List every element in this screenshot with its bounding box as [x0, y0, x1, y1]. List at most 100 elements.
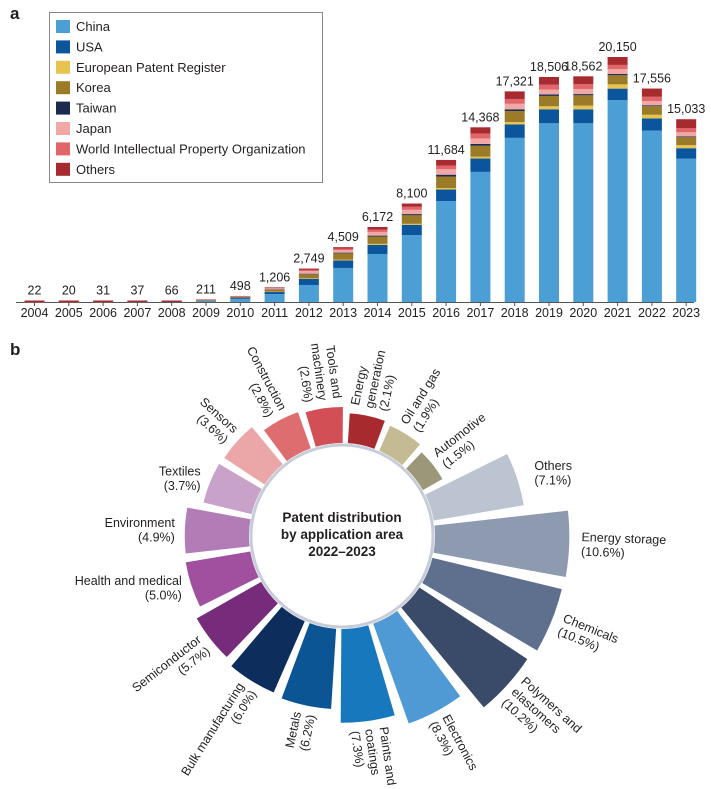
radial-bar-sensors	[224, 427, 283, 485]
bar-segment-taiwan-2019	[539, 94, 559, 96]
bar-segment-european-patent-register-2013	[333, 259, 354, 261]
x-tick-label-2023: 2023	[672, 306, 700, 320]
radial-label-bulk-manufacturing: Bulk manufacturing(6.0%)	[178, 680, 259, 778]
bar-segment-japan-2020	[573, 88, 594, 95]
bar-segment-european-patent-register-2019	[539, 106, 559, 110]
radial-label-automotive: Automotive(1.5%)	[431, 410, 489, 471]
bar-segment-korea-2021	[607, 75, 628, 85]
bar-segment-japan-2021	[607, 69, 628, 75]
legend-swatch-others	[56, 162, 70, 176]
bar-segment-world-intellectual-property-organization-2020	[573, 84, 594, 89]
bar-segment-korea-2022	[641, 106, 662, 115]
bar-segment-china-2009	[196, 300, 216, 302]
total-label-2022: 17,556	[633, 72, 671, 86]
bar-segment-china-2022	[641, 130, 662, 302]
total-label-2018: 17,321	[496, 74, 534, 88]
radial-bar-others	[425, 454, 524, 521]
bar-segment-china-2015	[401, 235, 422, 302]
bar-segment-european-patent-register-2017	[470, 156, 491, 159]
bar-segment-others-2023	[676, 119, 697, 129]
bar-segment-world-intellectual-property-organization-2014	[367, 229, 388, 232]
bar-segment-taiwan-2022	[641, 105, 662, 107]
bar-segment-usa-2014	[367, 244, 388, 254]
bar-segment-others-2019	[539, 76, 559, 85]
bar-segment-taiwan-2014	[367, 235, 388, 237]
bar-segment-world-intellectual-property-organization-2019	[539, 84, 559, 90]
bar-segment-others-2014	[367, 226, 388, 230]
bar-segment-korea-2019	[539, 95, 559, 107]
x-tick-label-2005: 2005	[55, 306, 83, 320]
bar-segment-taiwan-2020	[573, 94, 594, 96]
bar-segment-china-2013	[333, 267, 354, 302]
radial-bar-oil-and-gas	[379, 425, 421, 466]
bar-segment-european-patent-register-2023	[676, 145, 697, 149]
radial-label-environment: Environment(4.9%)	[105, 516, 176, 545]
bar-segment-usa-2011	[264, 291, 285, 295]
bar-segment-japan-2014	[367, 231, 388, 236]
bar-segment-japan-2011	[264, 288, 285, 290]
x-tick-label-2020: 2020	[569, 306, 597, 320]
x-tick-label-2006: 2006	[89, 306, 117, 320]
x-tick-label-2021: 2021	[604, 306, 632, 320]
radial-bar-automotive	[406, 452, 443, 491]
radial-value-label-health-and-medical: (5.0%)	[145, 588, 182, 602]
bar-segment-usa-2013	[333, 260, 354, 268]
bar-segment-japan-2015	[401, 209, 422, 215]
total-label-2008: 66	[165, 284, 179, 298]
legend-swatch-taiwan	[56, 101, 70, 115]
radial-label-energy-storage: Energy storage(10.6%)	[581, 530, 667, 560]
bar-segment-usa-2023	[676, 148, 697, 159]
bar-segment-taiwan-2021	[607, 74, 628, 76]
total-label-2014: 6,172	[362, 210, 393, 224]
radial-bar-bulk-manufacturing	[231, 606, 305, 693]
legend-swatch-usa	[56, 40, 70, 54]
radial-label-chemicals: Chemicals(10.5%)	[556, 611, 621, 654]
bar-segment-china-2014	[367, 253, 388, 302]
legend-label-japan: Japan	[76, 121, 111, 136]
radial-bar-electronics	[373, 610, 461, 724]
bar-segment-japan-2018	[504, 103, 525, 110]
bar-segment-others-2017	[470, 127, 491, 134]
bar-segment-usa-2020	[573, 109, 594, 124]
radial-label-construction: Construction(2.8%)	[244, 344, 289, 419]
x-tick-label-2007: 2007	[123, 306, 151, 320]
bar-segment-others-2020	[573, 76, 594, 85]
bar-stub-2008	[161, 300, 182, 302]
bar-segment-others-2018	[504, 91, 525, 99]
radial-bar-semiconductor	[196, 581, 278, 658]
bar-segment-taiwan-2012	[298, 273, 319, 275]
legend-label-taiwan: Taiwan	[76, 101, 116, 116]
legend-label-china: China	[76, 19, 111, 34]
bar-segment-usa-2016	[436, 189, 457, 202]
bar-segment-usa-2010	[230, 297, 251, 299]
legend-swatch-korea	[56, 81, 70, 95]
bar-segment-taiwan-2023	[676, 136, 697, 138]
bar-segment-world-intellectual-property-organization-2018	[504, 98, 525, 104]
bar-segment-china-2010	[230, 298, 251, 302]
bar-segment-korea-2014	[367, 236, 388, 244]
radial-bar-chart: Others(7.1%)Energy storage(10.6%)Chemica…	[75, 342, 667, 786]
legend-box	[49, 12, 323, 183]
bar-segment-european-patent-register-2018	[504, 122, 525, 125]
radial-bar-energy-generation	[347, 413, 385, 449]
bar-segment-others-2021	[607, 57, 628, 65]
bar-segment-korea-2012	[298, 274, 319, 279]
legend-label-usa: USA	[76, 39, 103, 54]
bar-segment-taiwan-2018	[504, 109, 525, 112]
x-tick-label-2010: 2010	[226, 306, 254, 320]
bar-segment-european-patent-register-2020	[573, 105, 594, 110]
legend-label-european-patent-register: European Patent Register	[76, 60, 226, 75]
bar-segment-korea-2016	[436, 176, 457, 189]
legend-label-world-intellectual-property-organization: World Intellectual Property Organization	[76, 141, 306, 156]
bar-segment-usa-2015	[401, 224, 422, 236]
radial-category-label-paints-and-coatings: coatings	[362, 728, 382, 776]
bar-segment-usa-2022	[641, 118, 662, 131]
radial-bar-environment	[184, 507, 251, 554]
bar-stub-2004	[24, 300, 45, 302]
bar-segment-world-intellectual-property-organization-2016	[436, 165, 457, 170]
total-label-2013: 4,509	[328, 230, 359, 244]
bar-segment-european-patent-register-2014	[367, 243, 388, 245]
bar-segment-korea-2013	[333, 253, 354, 260]
